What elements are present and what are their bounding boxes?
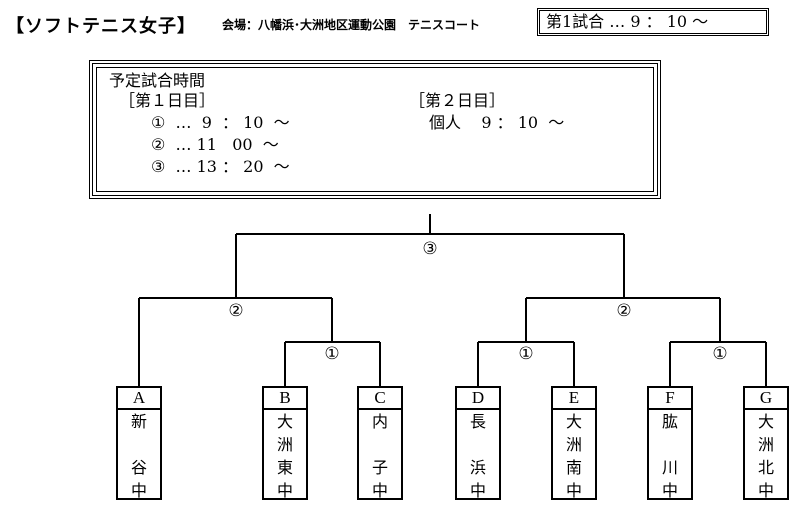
team-name-char: 南: [565, 458, 582, 477]
team-name: 大 洲 北 中: [745, 410, 787, 502]
team-name-char: [457, 433, 499, 456]
day1-row-1: ① … 9 ： 10 〜: [151, 113, 290, 132]
team-name: 肱 川 中: [649, 410, 691, 502]
team-name-char: 東: [276, 458, 293, 477]
team-name-char: 長: [469, 412, 486, 431]
team-name-char: 中: [130, 481, 147, 500]
team-name-char: 中: [661, 481, 678, 500]
first-match-time-box: 第1試合 … 9 ： 10 〜: [537, 8, 769, 36]
team-name-char: 大: [757, 412, 774, 431]
team-letter: G: [745, 388, 787, 410]
team-name-char: 中: [371, 481, 388, 500]
semifinal-left-label: ②: [228, 301, 243, 321]
page-title: 【ソフトテニス女子】: [6, 16, 196, 37]
team-name-char: [649, 433, 691, 456]
team-name-char: 中: [469, 481, 486, 500]
day2-row-1: 個人 9 ： 10 〜: [429, 113, 565, 132]
team-name-char: [359, 433, 401, 456]
team-box-f: F 肱 川 中: [647, 386, 693, 500]
team-name-char: 中: [757, 481, 774, 500]
team-name-char: 新: [130, 412, 147, 431]
team-name-char: 中: [565, 481, 582, 500]
team-name-char: 子: [371, 458, 388, 477]
team-name-char: 川: [661, 458, 678, 477]
team-name-char: 北: [757, 458, 774, 477]
first-round-bc-label: ①: [324, 344, 339, 364]
schedule-heading: 予定試合時間: [109, 71, 206, 90]
team-name: 新 谷 中: [118, 410, 160, 502]
first-round-de-label: ①: [518, 344, 533, 364]
final-match-label: ③: [422, 239, 437, 259]
team-name: 長 浜 中: [457, 410, 499, 502]
team-name-char: 浜: [469, 458, 486, 477]
team-box-a: A 新 谷 中: [116, 386, 162, 500]
team-name-char: 大: [276, 412, 293, 431]
team-letter: A: [118, 388, 160, 410]
team-name: 大 洲 東 中: [264, 410, 306, 502]
team-box-g: G 大 洲 北 中: [743, 386, 789, 500]
team-letter: F: [649, 388, 691, 410]
team-name-char: 洲: [757, 435, 774, 454]
venue-label: 会場：八幡浜･大洲地区運動公園 テニスコート: [222, 18, 481, 32]
team-name-char: 肱: [661, 412, 678, 431]
team-box-e: E 大 洲 南 中: [551, 386, 597, 500]
team-letter: C: [359, 388, 401, 410]
team-box-d: D 長 浜 中: [455, 386, 501, 500]
team-box-c: C 内 子 中: [357, 386, 403, 500]
team-name-char: 中: [276, 481, 293, 500]
team-name-char: 洲: [565, 435, 582, 454]
team-box-b: B 大 洲 東 中: [262, 386, 308, 500]
team-name-char: 洲: [276, 435, 293, 454]
day1-row-2: ② … 11 00 〜: [151, 135, 279, 154]
schedule-inner-frame: 予定試合時間 ［第１日目］ ① … 9 ： 10 〜 ② … 11 00 〜 ③…: [96, 67, 654, 192]
team-name-char: 内: [371, 412, 388, 431]
semifinal-right-label: ②: [616, 301, 631, 321]
day2-title: ［第２日目］: [409, 91, 506, 110]
team-name: 大 洲 南 中: [553, 410, 595, 502]
team-name-char: 大: [565, 412, 582, 431]
team-name-char: [118, 433, 160, 456]
schedule-box: 予定試合時間 ［第１日目］ ① … 9 ： 10 〜 ② … 11 00 〜 ③…: [89, 60, 661, 199]
team-letter: E: [553, 388, 595, 410]
team-letter: B: [264, 388, 306, 410]
team-name-char: 谷: [130, 458, 147, 477]
day1-row-3: ③ … 13 ： 20 〜: [151, 157, 290, 176]
team-letter: D: [457, 388, 499, 410]
day1-title: ［第１日目］: [119, 91, 216, 110]
first-round-fg-label: ①: [712, 344, 727, 364]
team-name: 内 子 中: [359, 410, 401, 502]
